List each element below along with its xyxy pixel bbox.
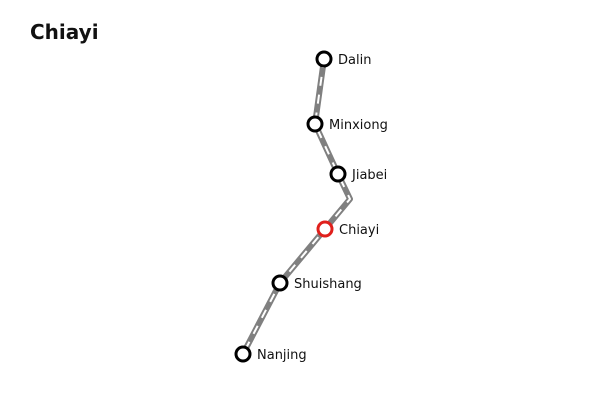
station-shuishang[interactable]: Shuishang <box>271 274 362 292</box>
station-label: Chiayi <box>339 223 379 238</box>
station-jiabei[interactable]: Jiabei <box>329 165 387 183</box>
station-label: Jiabei <box>351 168 387 183</box>
station-marker[interactable] <box>329 165 347 183</box>
station-marker[interactable] <box>271 274 289 292</box>
track-layer <box>240 56 353 357</box>
station-marker-current[interactable] <box>316 220 334 238</box>
station-marker[interactable] <box>234 345 252 363</box>
map-title: Chiayi <box>30 20 99 44</box>
rail-track <box>240 56 353 357</box>
station-chiayi[interactable]: Chiayi <box>316 220 379 238</box>
station-label: Minxiong <box>329 118 388 133</box>
station-nanjing[interactable]: Nanjing <box>234 345 307 363</box>
station-marker[interactable] <box>306 115 324 133</box>
rail-track-dashes <box>242 58 351 355</box>
station-dalin[interactable]: Dalin <box>315 50 371 68</box>
station-label: Nanjing <box>257 348 307 363</box>
station-label: Dalin <box>338 53 371 68</box>
station-label: Shuishang <box>294 277 362 292</box>
station-marker[interactable] <box>315 50 333 68</box>
station-minxiong[interactable]: Minxiong <box>306 115 388 133</box>
